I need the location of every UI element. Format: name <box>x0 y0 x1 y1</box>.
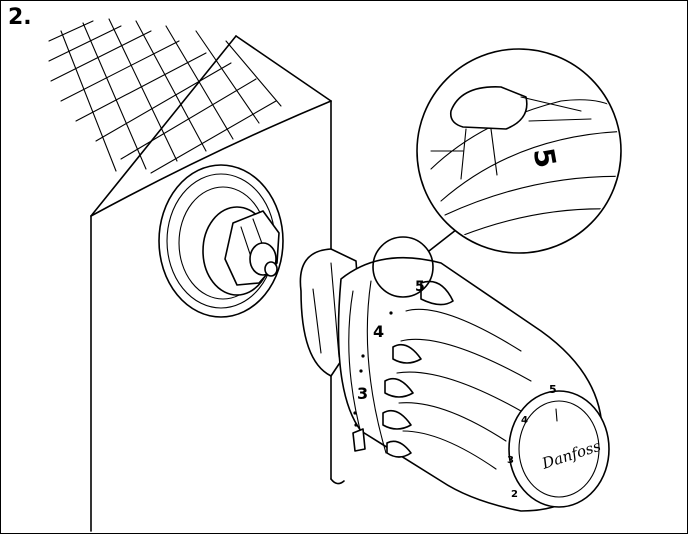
thermostat-head <box>299 248 610 512</box>
ring-mark-4: 4 <box>373 322 384 341</box>
dial-mark-5: 5 <box>549 383 557 396</box>
dial-mark-3: 3 <box>507 455 514 466</box>
zoom-callout: 5 <box>372 48 622 298</box>
dial-mark-4: 4 <box>521 415 528 426</box>
radiator-grid <box>48 18 282 174</box>
ring-mark-3: 3 <box>357 384 368 403</box>
step-number: 2. <box>8 5 32 30</box>
valve-body <box>158 164 284 318</box>
dial-mark-2: 2 <box>511 489 518 500</box>
scale-numbers: 3 4 5 2 3 4 5 <box>353 279 557 500</box>
ring-mark-5: 5 <box>415 279 425 295</box>
callout-source-circle <box>372 236 434 298</box>
